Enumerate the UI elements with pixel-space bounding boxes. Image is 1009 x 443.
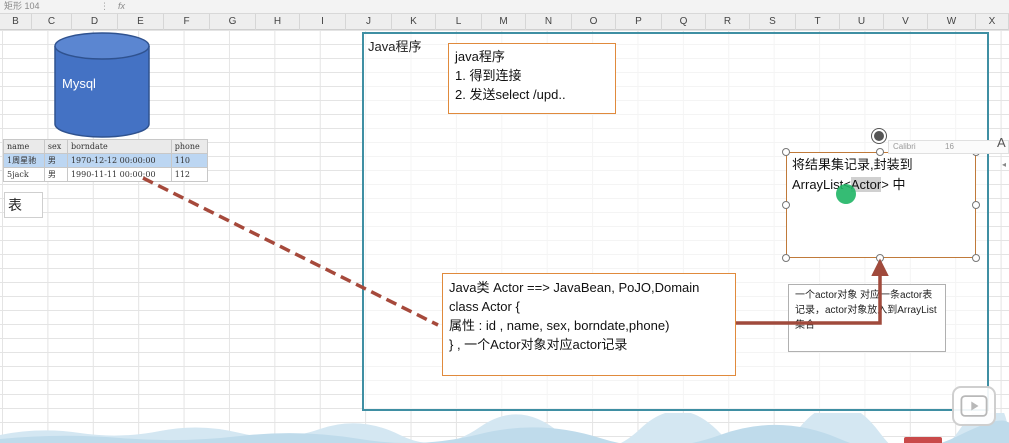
table-row[interactable]: 1周星驰 男 1970-12-12 00:00:00 110 [3,153,209,168]
actor-note-box[interactable]: 一个actor对象 对应一条actor表记录，actor对象放入到ArrayLi… [788,284,946,352]
play-button-icon[interactable] [952,386,996,426]
column-header[interactable]: T [796,14,840,30]
table-cell: 1990-11-11 00:00:00 [66,167,172,182]
column-header[interactable]: W [928,14,976,30]
scroll-right-icon[interactable]: ◂ [1002,160,1007,169]
table-cell: 男 [43,167,68,182]
column-header[interactable]: B [0,14,32,30]
table-header-cell: name [3,139,45,154]
actor-table-preview: name sex borndate phone 1周星驰 男 1970-12-1… [3,139,209,182]
actor-class-line-3: 属性 : id , name, sex, borndate,phone) [449,318,670,333]
column-header[interactable]: P [616,14,662,30]
java-program-title: Java程序 [368,39,422,54]
column-header[interactable]: J [346,14,392,30]
mysql-cylinder-shape[interactable] [54,32,150,138]
actor-class-line-1: Java类 Actor ==> JavaBean, PoJO,Domain [449,280,700,295]
table-cell: 5jack [3,167,45,182]
table-cell: 112 [170,167,209,182]
column-header[interactable]: R [706,14,750,30]
column-header[interactable]: I [300,14,346,30]
mysql-label: Mysql [62,76,96,91]
sheet-tab-indicator[interactable] [904,437,942,443]
arraylist-line-2: ArrayList<Actor> 中 [792,175,970,195]
column-header[interactable]: Q [662,14,706,30]
arraylist-line-1: 将结果集记录,封装到 [792,157,913,172]
actor-class-line-2: class Actor { [449,299,520,314]
column-header[interactable]: D [72,14,118,30]
column-header[interactable]: V [884,14,928,30]
resize-handle[interactable] [782,148,790,156]
arraylist-text-pre: ArrayList< [792,177,851,192]
font-name-field[interactable]: Calibri [893,142,916,151]
column-header[interactable]: L [436,14,482,30]
resize-handle[interactable] [876,148,884,156]
table-cell-name: 周星驰 [12,156,37,165]
bottom-wave-decoration [0,413,1009,443]
resize-handle[interactable] [782,254,790,262]
table-header-row: name sex borndate phone [3,139,209,154]
column-header[interactable]: K [392,14,436,30]
column-header[interactable]: C [32,14,72,30]
column-header[interactable]: G [210,14,256,30]
font-size-field[interactable]: 16 [945,142,954,151]
row-index: 1 [7,156,13,165]
column-header[interactable]: H [256,14,300,30]
function-icon[interactable]: fx [118,1,126,11]
java-step-2: 2. 发送select /upd.. [455,87,566,102]
column-header[interactable]: X [976,14,1009,30]
table-cell: 男 [43,153,68,168]
column-header[interactable]: F [164,14,210,30]
increase-font-icon[interactable]: A [997,135,1006,150]
table-header-cell: phone [170,139,209,154]
selected-text-actor[interactable]: Actor [850,177,882,192]
table-cell: 110 [170,153,209,168]
table-cell: 1970-12-12 00:00:00 [66,153,172,168]
column-header[interactable]: N [526,14,572,30]
name-box[interactable]: 矩形 104 [4,1,40,11]
table-header-cell: borndate [66,139,172,154]
table-row[interactable]: 5jack 男 1990-11-11 00:00:00 112 [3,167,209,182]
actor-class-box[interactable]: Java类 Actor ==> JavaBean, PoJO,Domain cl… [442,273,736,376]
resize-handle[interactable] [876,254,884,262]
column-header-row: B C D E F G H I J K L M N O P Q R S T U … [0,14,1009,30]
column-header[interactable]: U [840,14,884,30]
arraylist-box[interactable]: 将结果集记录,封装到 ArrayList<Actor> 中 [786,152,976,258]
table-caption-box[interactable]: 表 [4,192,43,218]
pointer-cursor-dot [836,184,856,204]
mini-format-toolbar[interactable]: Calibri 16 A [888,135,1009,154]
actor-class-line-4: } , 一个Actor对象对应actor记录 [449,337,628,352]
actor-note-text: 一个actor对象 对应一条actor表记录，actor对象放入到ArrayLi… [795,290,937,331]
arraylist-text-post: > 中 [881,177,906,192]
java-steps-box[interactable]: java程序 1. 得到连接 2. 发送select /upd.. [448,43,616,114]
resize-handle[interactable] [972,254,980,262]
column-header[interactable]: S [750,14,796,30]
table-cell: 1周星驰 [3,153,45,168]
java-step-1: 1. 得到连接 [455,68,522,83]
table-cell-name: jack [12,170,29,179]
row-index: 5 [7,170,13,179]
resize-handle[interactable] [782,201,790,209]
column-header[interactable]: E [118,14,164,30]
formula-bar: 矩形 104 ⋮ fx [0,0,1009,14]
column-header[interactable]: M [482,14,526,30]
table-header-cell: sex [43,139,68,154]
rotate-handle-icon[interactable] [872,129,886,143]
resize-handle[interactable] [972,201,980,209]
formula-bar-separator: ⋮ [100,1,109,11]
java-steps-title: java程序 [455,49,505,64]
column-header[interactable]: O [572,14,616,30]
